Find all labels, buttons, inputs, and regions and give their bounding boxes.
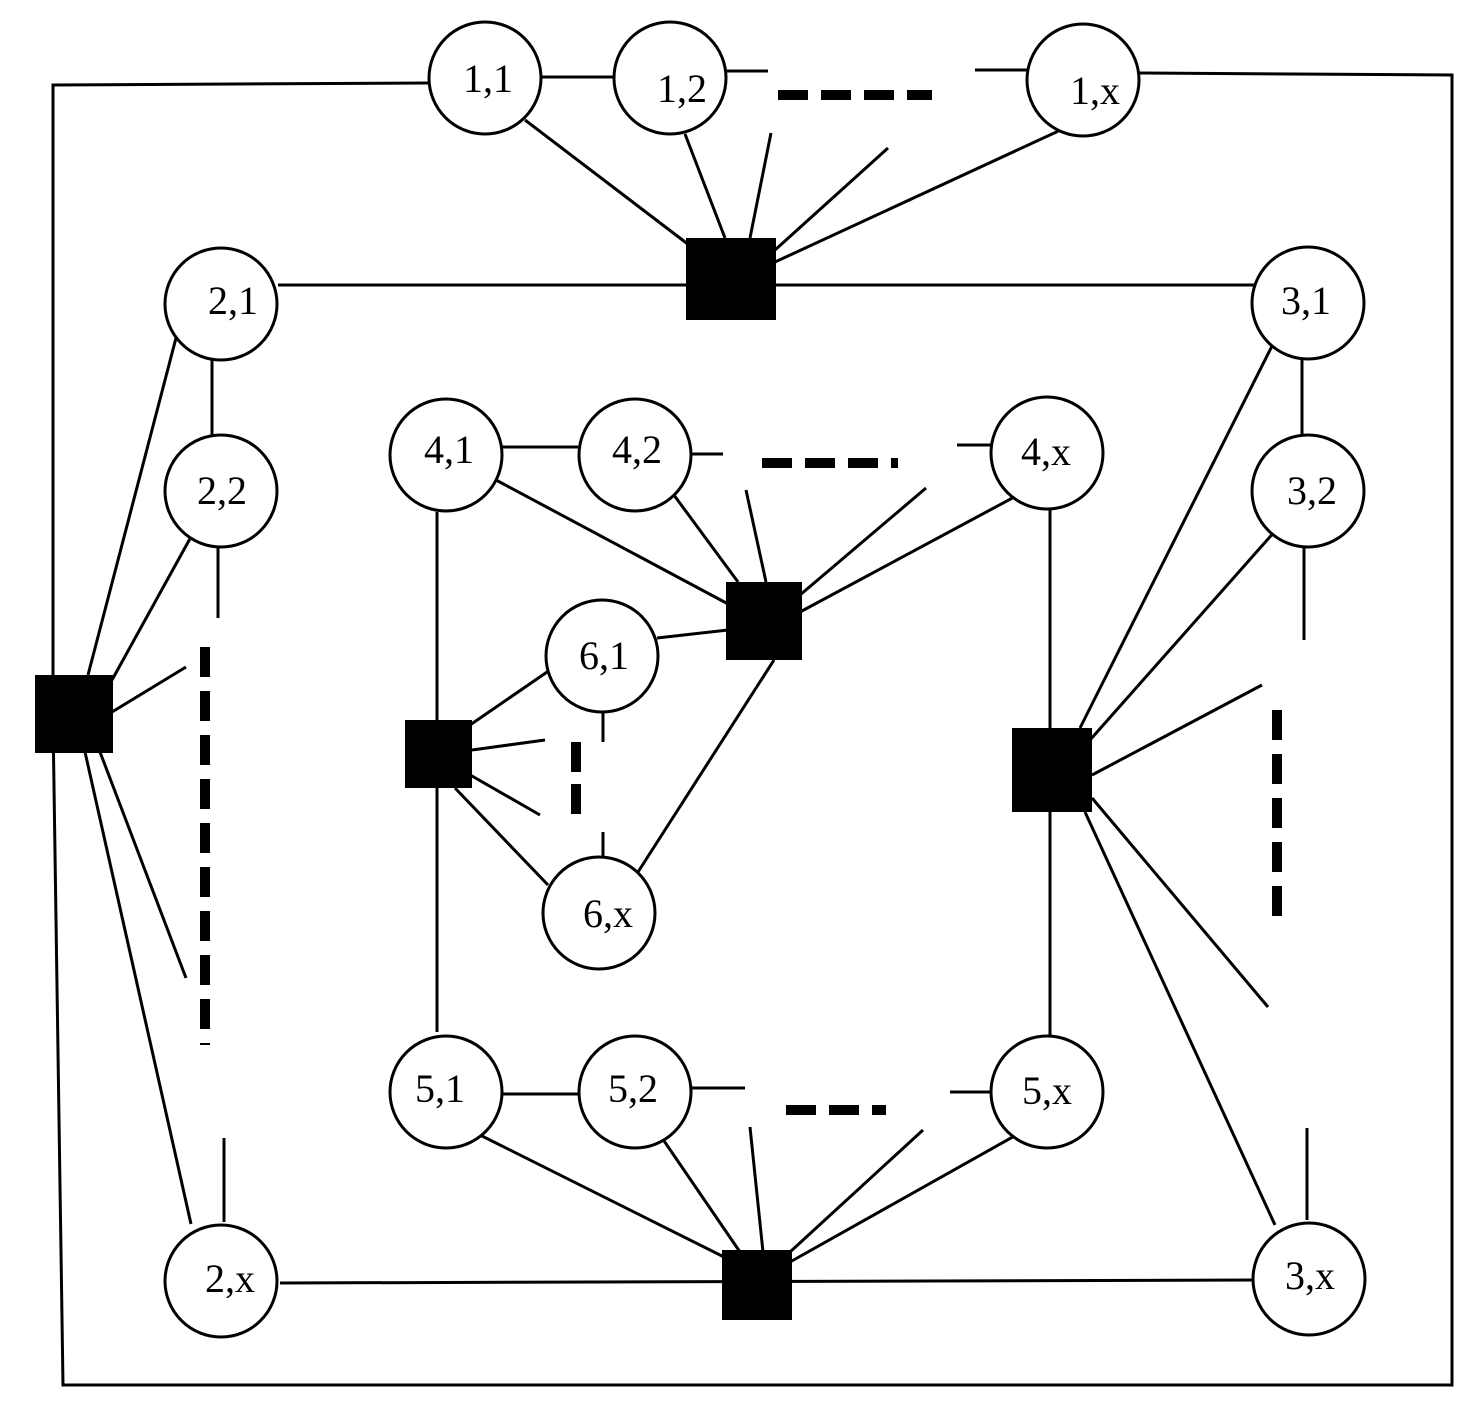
switches bbox=[35, 238, 1092, 1320]
link-5-1-switch-5 bbox=[479, 1133, 727, 1260]
switch-4 bbox=[726, 582, 802, 660]
link-4-x-switch-4 bbox=[799, 493, 1019, 614]
node-4-2: 4,2 bbox=[577, 397, 693, 513]
link-stub-switch-4-a bbox=[744, 489, 768, 583]
link-3-1-switch-3 bbox=[1078, 345, 1274, 729]
link-stub-switch-2-a bbox=[111, 665, 187, 714]
link-4-2-switch-4 bbox=[666, 486, 740, 583]
switch-1 bbox=[686, 238, 776, 320]
link-6-x-switch-6 bbox=[453, 786, 550, 887]
node-5-x: 5,x bbox=[989, 1034, 1105, 1150]
link-5-2-switch-5 bbox=[658, 1134, 742, 1253]
group-6-links bbox=[453, 668, 605, 887]
link-2-x-switch-2 bbox=[83, 751, 193, 1225]
link-2-2-switch-2 bbox=[110, 534, 194, 681]
switch-6 bbox=[405, 720, 472, 788]
node-2-2: 2,2 bbox=[163, 433, 279, 549]
node-label: 5,x bbox=[1022, 1068, 1072, 1113]
node-4-1: 4,1 bbox=[388, 397, 504, 513]
link-stub-switch-1-a bbox=[748, 132, 773, 239]
link-stub-switch-4-b bbox=[799, 486, 927, 597]
node-label: 4,1 bbox=[424, 427, 474, 472]
link-stub-switch-2-b bbox=[98, 751, 188, 979]
outer-ring-links bbox=[51, 68, 1454, 1387]
link-5-x-switch-5 bbox=[789, 1132, 1019, 1264]
link-6-1-switch-4 bbox=[656, 628, 729, 640]
node-1-2: 1,2 bbox=[612, 20, 728, 136]
link-1-2-switch-1 bbox=[683, 133, 727, 239]
node-label: 2,1 bbox=[208, 278, 258, 323]
link-stub-switch-5-b bbox=[788, 1128, 925, 1254]
link-6-1-switch-6 bbox=[469, 668, 551, 727]
node-6-1: 6,1 bbox=[544, 598, 660, 714]
node-label: 1,x bbox=[1070, 68, 1120, 113]
node-2-1: 2,1 bbox=[163, 246, 279, 362]
switch-2 bbox=[35, 675, 113, 753]
group-4-links bbox=[435, 443, 1019, 1032]
link-stub-switch-3-a bbox=[1091, 683, 1263, 777]
node-label: 2,2 bbox=[197, 468, 247, 513]
link-3-x-switch-3 bbox=[1083, 811, 1277, 1226]
node-label: 5,2 bbox=[608, 1066, 658, 1111]
group-5-links bbox=[479, 1086, 1019, 1264]
link-stub-switch-6-b bbox=[464, 770, 541, 817]
node-3-x: 3,x bbox=[1251, 1221, 1367, 1337]
node-label: 2,x bbox=[205, 1256, 255, 1301]
node-label: 4,x bbox=[1021, 429, 1071, 474]
outer-link-bottom bbox=[51, 71, 1454, 1387]
link-stub-switch-1-b bbox=[773, 146, 890, 252]
group-3-links bbox=[1048, 345, 1309, 1226]
link-1-x-switch-1 bbox=[774, 126, 1066, 264]
node-label: 6,1 bbox=[579, 633, 629, 678]
link-1-1-switch-1 bbox=[524, 118, 694, 250]
switch-5 bbox=[722, 1250, 792, 1320]
node-label: 1,1 bbox=[463, 56, 513, 101]
node-5-2: 5,2 bbox=[577, 1034, 693, 1150]
node-1-1: 1,1 bbox=[427, 20, 543, 136]
link-stub-switch-3-b bbox=[1090, 797, 1270, 1008]
node-3-2: 3,2 bbox=[1250, 433, 1366, 549]
link-2-1-switch-2 bbox=[86, 337, 178, 676]
node-label: 4,2 bbox=[612, 427, 662, 472]
link-stub-switch-6-a bbox=[471, 738, 546, 752]
continuation-dashes bbox=[200, 90, 1282, 1115]
node-1-x: 1,x bbox=[1025, 22, 1141, 138]
node-label: 3,1 bbox=[1281, 278, 1331, 323]
node-label: 1,2 bbox=[657, 66, 707, 111]
node-5-1: 5,1 bbox=[388, 1034, 504, 1150]
link-3-2-switch-3 bbox=[1088, 529, 1278, 741]
node-3-1: 3,1 bbox=[1250, 245, 1366, 361]
link-6-x-switch-4 bbox=[636, 659, 776, 873]
node-label: 3,2 bbox=[1287, 468, 1337, 513]
outer-link-left bbox=[51, 81, 429, 720]
node-4-x: 4,x bbox=[989, 395, 1105, 511]
node-2-x: 2,x bbox=[163, 1223, 279, 1339]
link-stub-switch-5-a bbox=[748, 1126, 765, 1253]
node-label: 5,1 bbox=[415, 1066, 465, 1111]
node-label: 6,x bbox=[583, 891, 633, 936]
link-4-1-switch-4 bbox=[495, 478, 731, 607]
nodes: 1,1 1,2 1,x 2,1 2,2 2,x 3,1 3,2 bbox=[163, 20, 1367, 1339]
switch-3 bbox=[1012, 728, 1092, 812]
node-label: 3,x bbox=[1285, 1253, 1335, 1298]
node-6-x: 6,x bbox=[541, 855, 657, 971]
